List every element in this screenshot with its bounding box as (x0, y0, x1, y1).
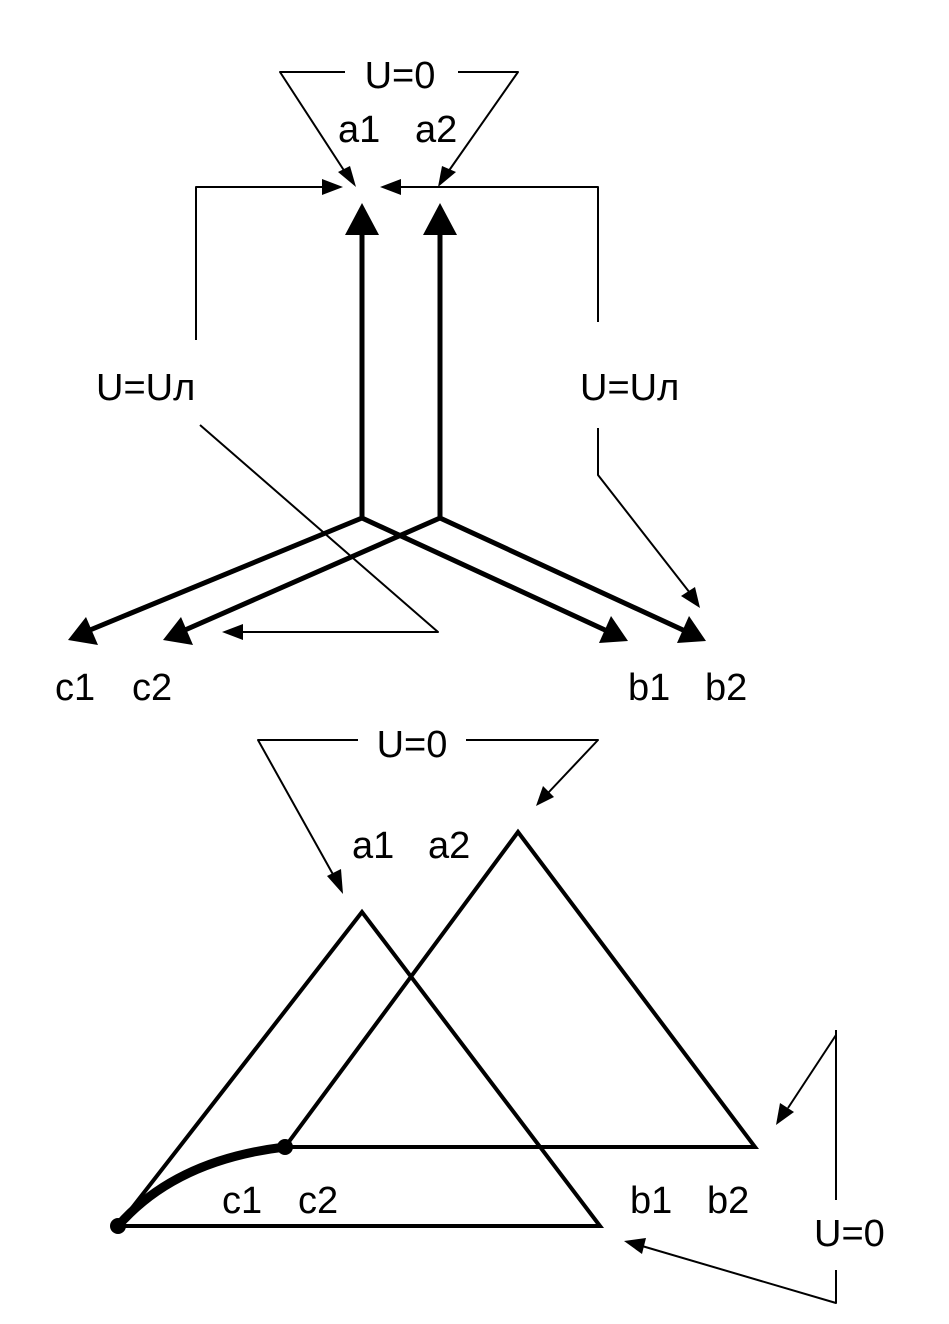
c2-node-dot (277, 1139, 293, 1155)
delta-node-b1: b1 (630, 1180, 672, 1222)
star-left-voltage-label: U=Uл (96, 367, 195, 409)
star-right-leader (597, 428, 691, 594)
delta-node-b2: b2 (707, 1180, 749, 1222)
star1-phase-c-line (87, 515, 365, 633)
star-top-bracket-left (279, 71, 346, 173)
star-left-bracket (195, 186, 325, 340)
star1-phase-b-arrowhead (599, 616, 628, 643)
star-node-c2: c2 (132, 667, 172, 709)
star-node-a1: a1 (338, 109, 380, 151)
delta-node-a2: a2 (428, 825, 470, 867)
star1-phase-a-arrowhead (345, 203, 379, 235)
delta-right-bracket-lower (641, 1245, 837, 1304)
delta-right-arrow-lower-head (624, 1238, 646, 1254)
delta-top-arrow-right-head (536, 786, 554, 806)
c1-node-dot (110, 1218, 126, 1234)
star1-phase-b-line (359, 515, 608, 633)
delta2-triangle (281, 828, 760, 1149)
star-top-bracket-right (447, 71, 519, 173)
star-top-voltage-label: U=0 (365, 55, 436, 97)
star-node-c1: c1 (55, 667, 95, 709)
delta-node-c2: c2 (298, 1180, 338, 1222)
star-left-leader (199, 424, 439, 633)
delta-right-leader-upper (787, 1034, 837, 1109)
delta-top-bracket-left (257, 739, 358, 879)
star-right-leader-head (681, 587, 700, 608)
delta-node-a1: a1 (352, 825, 394, 867)
delta-top-arrow-left-head (327, 869, 343, 894)
star1-phase-c-arrowhead (68, 617, 98, 645)
delta-node-c1: c1 (222, 1180, 262, 1222)
delta1-triangle (113, 908, 605, 1228)
star-right-bracket (398, 186, 599, 322)
delta-top-voltage-label: U=0 (377, 724, 448, 766)
c1-c2-jumper (113, 1142, 290, 1231)
star-left-leader-head (222, 624, 243, 640)
star-top-arrow-right-head (438, 166, 456, 187)
star-top-arrow-left-head (338, 166, 356, 187)
star-left-arrow-head (322, 179, 343, 195)
star-connection: U=0 a1 a2 U=Uл U=Uл c1 c2 b1 b2 (55, 55, 747, 709)
star-node-a2: a2 (415, 109, 457, 151)
star-node-b1: b1 (628, 667, 670, 709)
delta-connection: U=0 a1 a2 c1 c2 b1 b2 U=0 (110, 724, 885, 1304)
star-node-b2: b2 (705, 667, 747, 709)
star-right-arrow-head (380, 179, 401, 195)
star2-phase-a-arrowhead (423, 203, 457, 235)
star2-phase-b-arrowhead (677, 616, 706, 643)
delta-right-arrow-upper-head (776, 1103, 794, 1125)
star-right-voltage-label: U=Uл (580, 367, 679, 409)
delta-right-voltage-label: U=0 (814, 1213, 885, 1255)
delta-top-bracket-right (466, 739, 599, 794)
star2-phase-b-line (437, 515, 686, 633)
star2-phase-c-arrowhead (163, 617, 193, 645)
